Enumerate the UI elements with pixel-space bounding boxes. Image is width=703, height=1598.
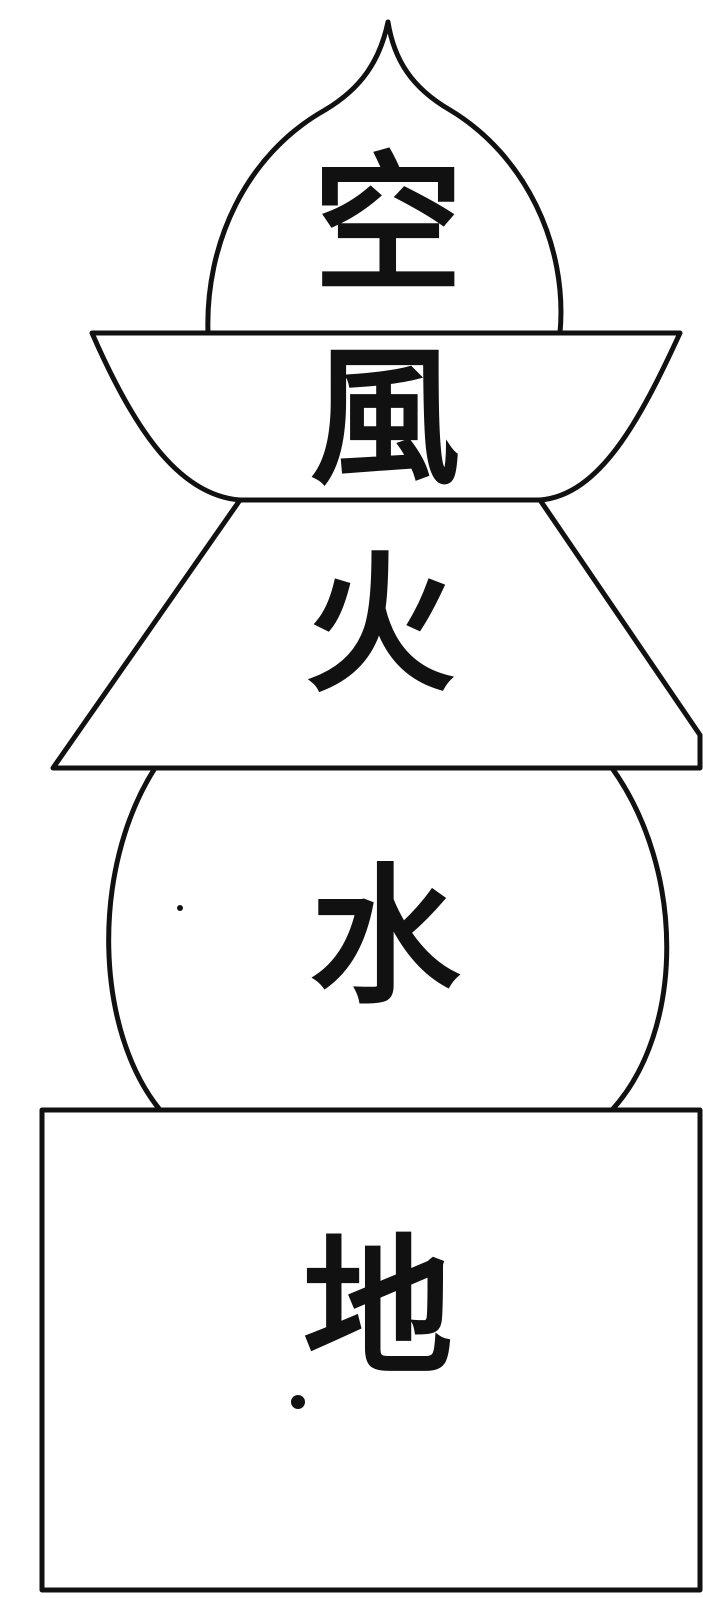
wind-tier: 風 (92, 330, 680, 506)
earth-label: 地 (303, 1220, 453, 1396)
fire-label: 火 (305, 537, 455, 713)
ink-speck (291, 1395, 305, 1409)
fire-tier: 火 (53, 500, 700, 768)
sky-label: 空 (313, 137, 463, 313)
water-label: 水 (310, 849, 461, 1025)
wind-label: 風 (310, 330, 460, 506)
ink-speck (177, 905, 183, 911)
water-tier: 水 (109, 768, 667, 1110)
sky-tier: 空 (208, 22, 561, 333)
earth-tier: 地 (42, 1110, 700, 1590)
